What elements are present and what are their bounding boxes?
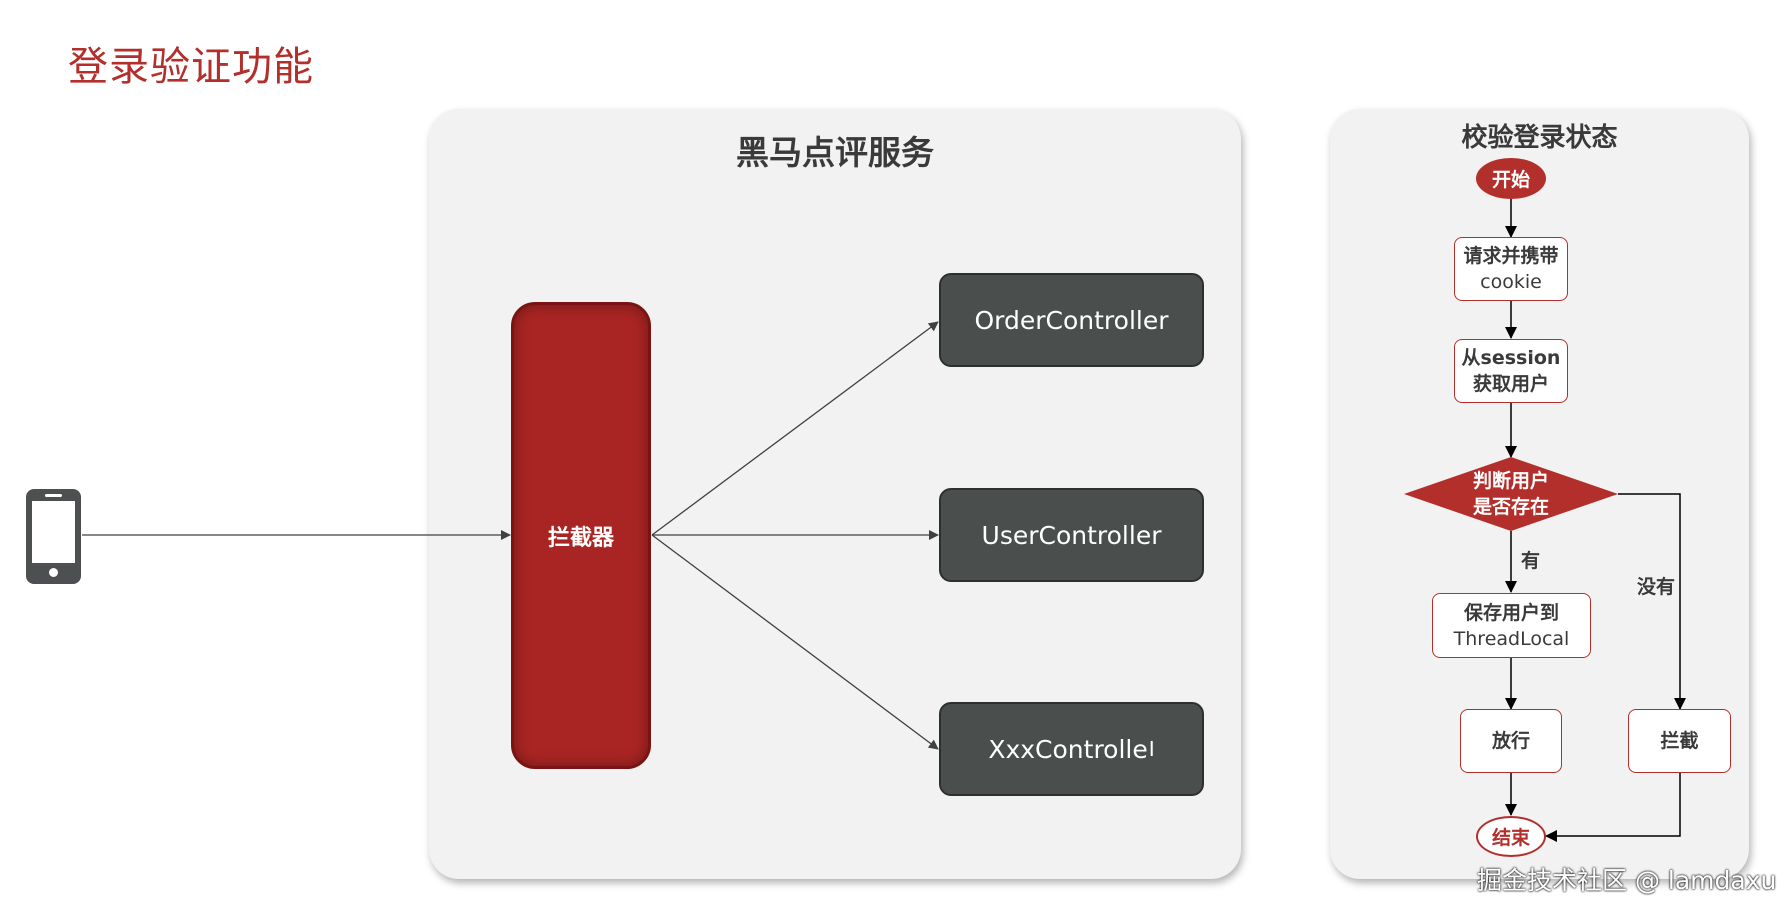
flow-panel-title: 校验登录状态 <box>1461 123 1618 153</box>
decision-diamond <box>1404 457 1618 531</box>
save-line1: 保存用户到 <box>1463 601 1559 624</box>
order-controller: OrderController <box>939 273 1204 367</box>
no-label: 没有 <box>1637 576 1676 598</box>
step2-line1-text: 从session <box>1461 347 1561 369</box>
phone-screen <box>32 501 75 563</box>
block-label: 拦截 <box>1660 730 1699 752</box>
edge-block-end <box>1545 773 1681 842</box>
user-controller: UserController <box>939 488 1204 582</box>
save-line2: ThreadLocal <box>1453 627 1570 650</box>
step2-line1: 从session <box>1462 345 1561 371</box>
step2-line2: 获取用户 <box>1472 373 1549 395</box>
yes-label: 有 <box>1521 550 1541 572</box>
allow-label: 放行 <box>1491 730 1530 752</box>
text-cursor-icon: I <box>1148 737 1155 761</box>
flow-end: 结束 <box>1476 816 1546 857</box>
step1-line1: 请求并携带 <box>1463 245 1559 267</box>
edge-interceptor-order <box>651 321 939 536</box>
step1-line2: cookie <box>1480 271 1542 293</box>
service-panel-title: 黑马点评服务 <box>736 133 934 172</box>
edge-interceptor-xxx <box>651 534 939 750</box>
decision-label: 判断用户 是否存在 <box>1430 468 1592 520</box>
xxx-controller-label: XxxControlle <box>988 734 1148 764</box>
smartphone-icon <box>26 489 81 584</box>
watermark: 掘金技术社区 @ lamdaxu <box>1477 866 1777 895</box>
flow-start: 开始 <box>1476 158 1546 199</box>
flow-step-save-threadlocal: 保存用户到 ThreadLocal <box>1432 593 1591 658</box>
edge-decision-block <box>1618 493 1686 710</box>
phone-speaker <box>45 494 62 497</box>
page-title: 登录验证功能 <box>68 44 314 90</box>
flow-step-block: 拦截 <box>1628 709 1731 773</box>
flow-step-get-user: 从session 获取用户 <box>1454 339 1568 403</box>
flow-step-allow: 放行 <box>1460 709 1562 773</box>
flow-step-request-cookie: 请求并携带 cookie <box>1454 237 1568 301</box>
decision-line1: 判断用户 <box>1472 470 1549 492</box>
decision-line2: 是否存在 <box>1472 496 1549 518</box>
phone-home-button <box>49 568 58 577</box>
interceptor-block: 拦截器 <box>511 302 651 769</box>
